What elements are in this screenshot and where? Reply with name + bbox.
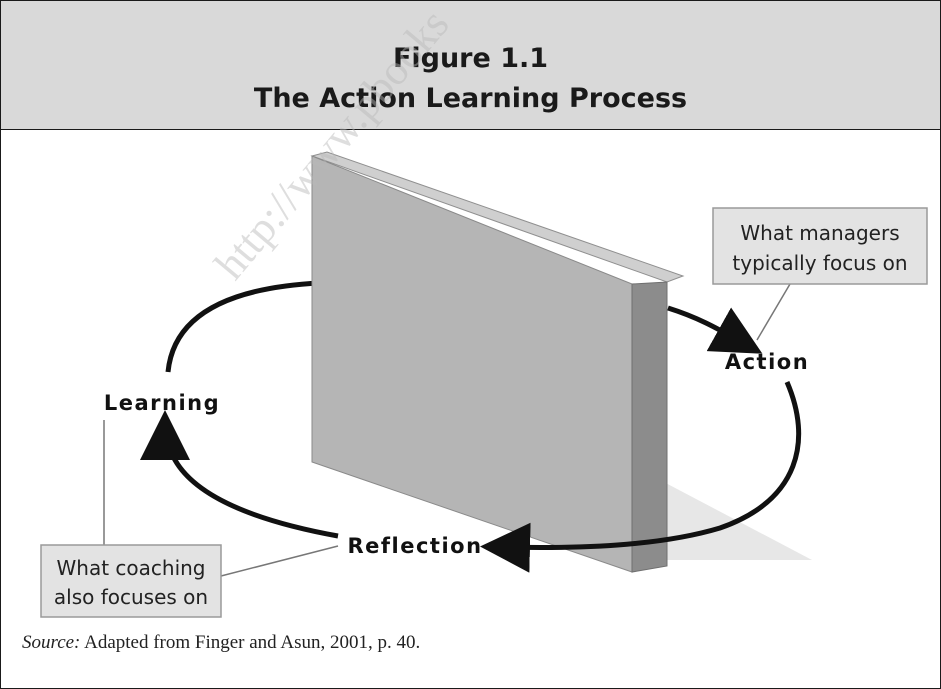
source-text: Adapted from Finger and Asun, 2001, p. 4… [80, 632, 421, 653]
figure-label: Figure 1.1 [392, 43, 549, 74]
figure-title: The Action Learning Process [253, 83, 688, 114]
managers-callout-box [712, 207, 928, 285]
arrow-to-learning [140, 410, 339, 539]
coaching-callout-line2: also focuses on [54, 585, 208, 609]
wall-side [631, 281, 668, 573]
arrow-to-reflection [480, 381, 802, 573]
source-note: Source: Adapted from Finger and Asun, 20… [22, 632, 420, 654]
wall-top [310, 151, 685, 283]
coaching-callout-line1: What coaching [57, 556, 206, 580]
arrow-to-action [667, 305, 763, 354]
figure-header: Figure 1.1 The Action Learning Process [1, 1, 940, 130]
source-prefix: Source: [22, 632, 81, 653]
managers-callout-line2: typically focus on [732, 251, 907, 275]
node-learning: Learning [104, 391, 220, 415]
cycle-arc-top [165, 280, 321, 373]
wall-front [311, 155, 633, 573]
coaching-leader-diagonal [220, 545, 339, 577]
wall-shadow [640, 480, 812, 560]
coaching-callout-box [40, 544, 222, 618]
node-reflection: Reflection [347, 534, 482, 558]
node-action: Action [725, 350, 809, 374]
managers-callout-line1: What managers [740, 221, 899, 245]
managers-leader [756, 283, 791, 341]
